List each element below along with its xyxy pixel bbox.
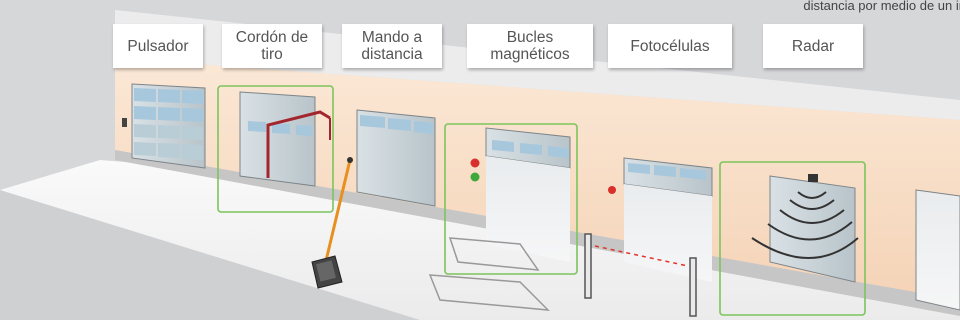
- radar-sensor-icon: [751, 174, 859, 259]
- highlight-radar: [719, 161, 866, 316]
- remote-signal-line: [323, 159, 352, 266]
- door-magnetic-loops: [485, 127, 571, 262]
- highlight-pull-cord: [217, 85, 334, 213]
- remote-control-icon: [311, 255, 343, 289]
- label-magnetic-loops: Bucles magnéticos: [467, 24, 593, 68]
- label-photocells: Fotocélulas: [608, 24, 732, 68]
- top-caption: distancia por medio de un in: [803, 0, 960, 13]
- photocell-indicator-icon: [608, 186, 616, 194]
- magnetic-loop-outline: [428, 237, 550, 311]
- label-push-button: Pulsador: [113, 24, 203, 68]
- door-far-right: [915, 189, 960, 311]
- push-button-icon: [122, 118, 127, 127]
- remote-receiver-icon: [347, 157, 353, 163]
- pull-cord-icon: [266, 110, 331, 178]
- highlight-frames: [217, 85, 866, 316]
- door-remote: [356, 109, 436, 207]
- label-remote-control: Mando a distancia: [342, 24, 442, 68]
- label-radar: Radar: [763, 24, 863, 68]
- traffic-light-icon: [470, 158, 480, 182]
- door-photocells: [623, 157, 713, 282]
- photocell-icon: [584, 233, 697, 317]
- label-pull-cord: Cordón de tiro: [222, 24, 322, 68]
- door-pull-cord: [239, 91, 316, 187]
- door-push-button: [131, 83, 206, 169]
- highlight-magnetic-loops: [444, 123, 578, 275]
